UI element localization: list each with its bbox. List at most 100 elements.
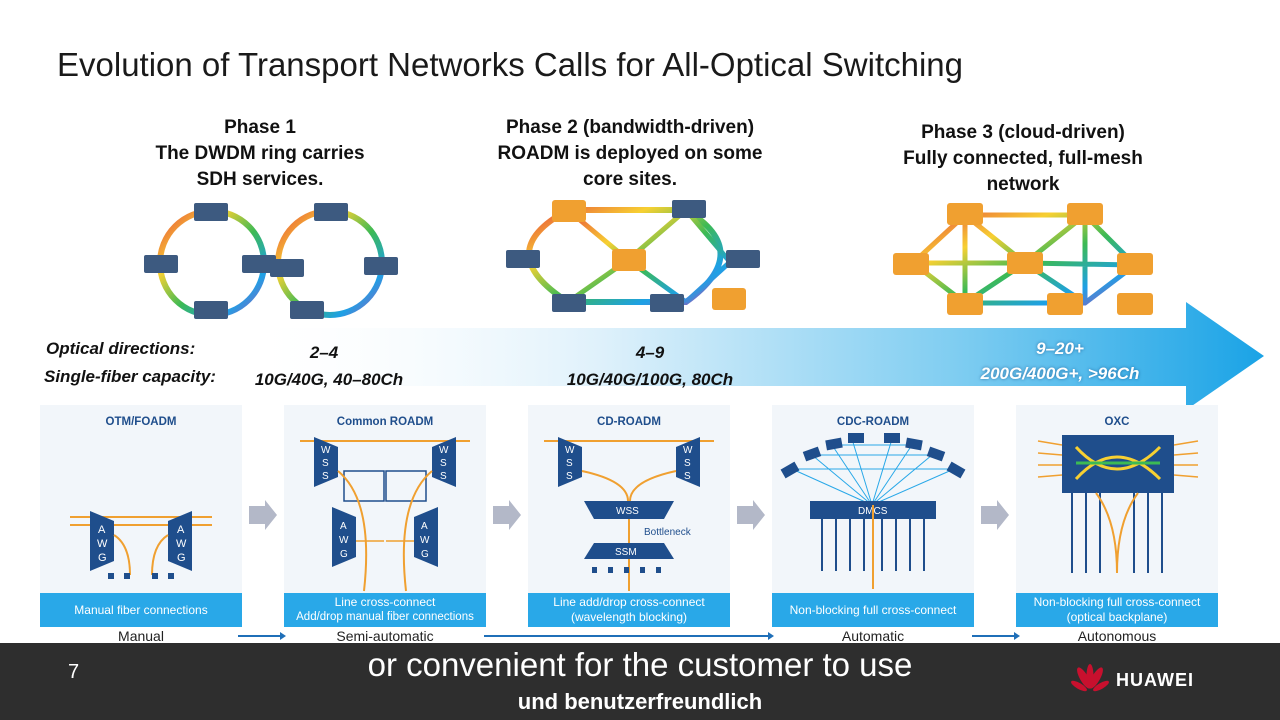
- wss-letter: S: [440, 471, 447, 482]
- phase-1-line1: Phase 1: [224, 117, 296, 138]
- phase-1-ring-diagram: [144, 203, 398, 319]
- huawei-logo-icon: [1071, 664, 1109, 692]
- phase-3-heading: Phase 3 (cloud-driven) Fully connected, …: [870, 120, 1176, 198]
- card-title: OXC: [1104, 416, 1130, 428]
- stage-manual: Manual: [118, 628, 164, 644]
- arrow-right-icon: [238, 632, 286, 640]
- roadm-node: [712, 288, 746, 310]
- roadm-node: [947, 293, 983, 315]
- card-caption-line2: (optical backplane): [1066, 610, 1168, 624]
- sdh-node: [650, 294, 684, 312]
- brand-name: HUAWEI: [1116, 670, 1194, 690]
- card-caption: Line cross-connect Add/drop manual fiber…: [284, 593, 486, 627]
- ssm-block-label: SSM: [615, 547, 637, 558]
- awg-letter: G: [177, 552, 186, 564]
- awg-letter: A: [340, 521, 347, 532]
- optical-directions-label: Optical directions:: [46, 339, 196, 358]
- wss-letter: S: [322, 471, 329, 482]
- chevron-right-icon: [737, 500, 765, 530]
- card-title: CD-ROADM: [597, 416, 661, 428]
- wss-block-label: WSS: [616, 506, 639, 517]
- phase-3-line3: network: [986, 174, 1060, 195]
- chevron-right-icon: [249, 500, 277, 530]
- card-caption-line1: Manual fiber connections: [74, 602, 208, 617]
- wss-letter: S: [684, 458, 691, 469]
- wss-letter: W: [439, 445, 449, 456]
- awg-letter: G: [340, 549, 348, 560]
- roadm-node: [947, 203, 983, 225]
- awg-letter: W: [97, 538, 108, 550]
- card-caption-line1: Non-blocking full cross-connect: [789, 602, 957, 617]
- phase-2-line3: core sites.: [583, 169, 677, 190]
- card-caption-line1: Line add/drop cross-connect: [553, 595, 705, 609]
- sdh-node: [194, 203, 228, 221]
- awg-letter: W: [420, 535, 430, 546]
- wss-letter: S: [566, 471, 573, 482]
- wss-letter: S: [684, 471, 691, 482]
- card-cd-roadm: CD-ROADM W S S W S S WSS Bottleneck SSM …: [528, 405, 730, 627]
- wss-right: [432, 437, 456, 487]
- card-caption: Line add/drop cross-connect (wavelength …: [528, 593, 730, 627]
- card-caption: Non-blocking full cross-connect (optical…: [1016, 593, 1218, 627]
- sdh-node: [314, 203, 348, 221]
- phase-3-capacity: 200G/400G+, >96Ch: [980, 364, 1140, 383]
- stage-autonomous: Autonomous: [1077, 628, 1157, 644]
- phase-2-directions: 4–9: [635, 343, 665, 362]
- phase-3-directions: 9–20+: [1036, 339, 1084, 358]
- roadm-node: [552, 200, 586, 222]
- phase-1-directions: 2–4: [309, 343, 339, 362]
- evolution-arrow: [240, 302, 1264, 410]
- single-fiber-capacity-label: Single-fiber capacity:: [44, 367, 216, 386]
- wss-right: [676, 437, 700, 487]
- card-cdc-roadm: CDC-ROADM DMCS Non-blocking full cross: [772, 405, 974, 627]
- wss-letter: S: [322, 458, 329, 469]
- chevron-right-icon: [981, 500, 1009, 530]
- phase-2-capacity: 10G/40G/100G, 80Ch: [566, 370, 734, 389]
- subtitle-english: or convenient for the customer to use: [367, 646, 913, 683]
- awg-letter: A: [421, 521, 428, 532]
- subtitle-german: und benutzerfreundlich: [517, 689, 763, 714]
- wss-letter: W: [565, 445, 575, 456]
- otm-foadm-diagram: A W G A W G: [70, 511, 212, 579]
- oxc-diagram: [1037, 435, 1199, 574]
- wss-left: [558, 437, 582, 487]
- card-caption: Manual fiber connections: [40, 593, 242, 627]
- card-title: OTM/FOADM: [105, 416, 177, 428]
- sdh-node: [194, 301, 228, 319]
- awg-letter: G: [421, 549, 429, 560]
- sdh-node: [144, 255, 178, 273]
- sdh-node: [552, 294, 586, 312]
- stage-semi-automatic: Semi-automatic: [336, 628, 434, 644]
- card-otm-foadm: OTM/FOADM A W G A W G Manual fiber conne…: [40, 405, 242, 627]
- roadm-node: [1067, 203, 1103, 225]
- awg-letter: G: [98, 552, 107, 564]
- card-caption-line2: Add/drop manual fiber connections: [296, 611, 474, 623]
- awg-letter: W: [339, 535, 349, 546]
- wss-letter: W: [321, 445, 331, 456]
- page-title: Evolution of Transport Networks Calls fo…: [57, 46, 964, 83]
- common-roadm-diagram: W S S W S S A W G A W G: [300, 437, 470, 592]
- sdh-node: [290, 301, 324, 319]
- card-title: Common ROADM: [336, 416, 434, 428]
- phase-2-roadm-diagram: [506, 200, 760, 312]
- sdh-node: [270, 259, 304, 277]
- arrow-right-icon: [972, 632, 1020, 640]
- sdh-node: [672, 200, 706, 218]
- chevron-right-icon: [493, 500, 521, 530]
- roadm-node: [1117, 293, 1153, 315]
- roadm-node: [1007, 252, 1043, 274]
- phase-2-heading: Phase 2 (bandwidth-driven) ROADM is depl…: [460, 115, 800, 193]
- awg-left: [332, 507, 356, 567]
- phase-1-line2: The DWDM ring carries: [155, 143, 365, 164]
- sdh-node: [726, 250, 760, 268]
- stage-automatic: Automatic: [841, 628, 905, 644]
- awg-left: [90, 511, 114, 571]
- wss-letter: S: [566, 458, 573, 469]
- sdh-node: [242, 255, 276, 273]
- roadm-node: [612, 249, 646, 271]
- awg-letter: W: [176, 538, 187, 550]
- page-number: 7: [68, 661, 80, 683]
- phase-1-capacity: 10G/40G, 40–80Ch: [254, 370, 404, 389]
- phase-1-heading: Phase 1 The DWDM ring carries SDH servic…: [120, 115, 400, 193]
- card-oxc: OXC Non-blocking full cross-connect (opt…: [1016, 405, 1218, 627]
